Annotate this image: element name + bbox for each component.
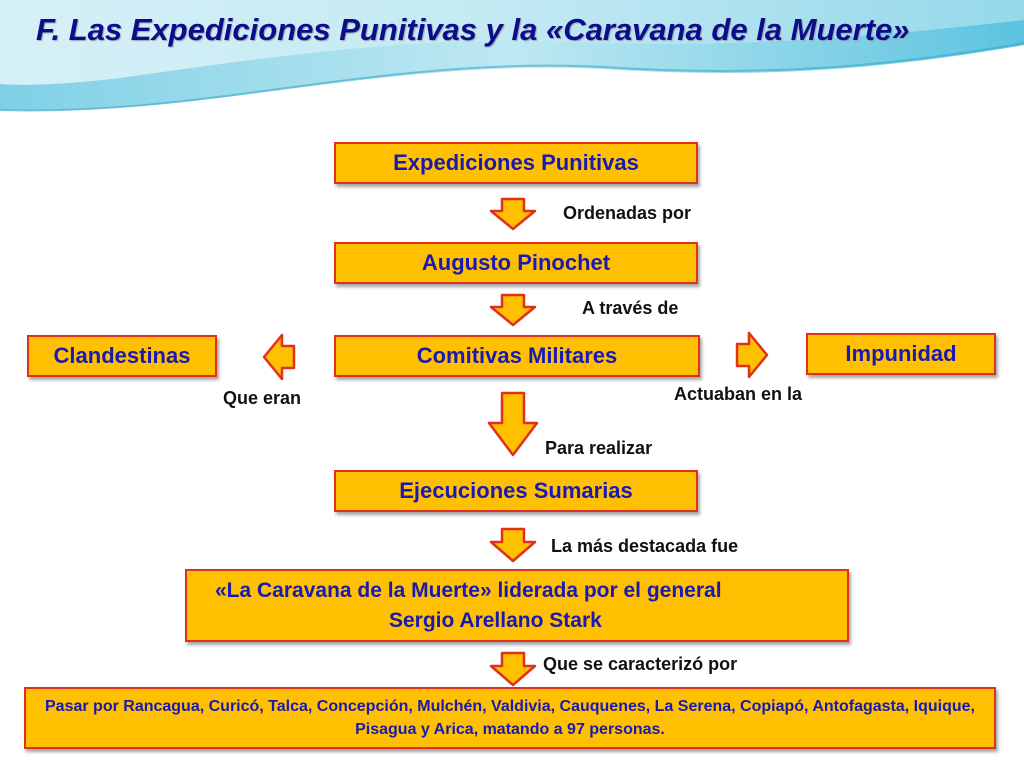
node-caravana-de-la-muerte: «La Caravana de la Muerte» liderada por … <box>185 569 849 642</box>
node-augusto-pinochet: Augusto Pinochet <box>334 242 698 284</box>
node-impunidad: Impunidad <box>806 333 996 375</box>
arrow-to-pinochet <box>489 197 537 231</box>
arrow-to-comitivas <box>489 293 537 327</box>
node-expediciones-punitivas: Expediciones Punitivas <box>334 142 698 184</box>
label-para-realizar: Para realizar <box>545 438 653 458</box>
label-la-mas-destacada-fue: La más destacada fue <box>551 536 739 556</box>
arrow-to-caravana <box>489 527 537 563</box>
node-ejecuciones-sumarias: Ejecuciones Sumarias <box>334 470 698 512</box>
label-que-eran: Que eran <box>223 388 302 408</box>
caravana-line-1: «La Caravana de la Muerte» liderada por … <box>215 578 722 602</box>
arrow-to-impunidad <box>735 331 769 379</box>
caravana-line-2: Sergio Arellano Stark <box>389 608 602 632</box>
arrow-to-recorrido <box>489 651 537 687</box>
arrow-to-ejecuciones <box>487 391 539 457</box>
label-que-se-caracterizo-por: Que se caracterizó por <box>543 654 738 674</box>
label-actuaban-en-la: Actuaban en la <box>674 384 803 404</box>
node-recorrido: Pasar por Rancagua, Curicó, Talca, Conce… <box>24 687 996 749</box>
slide-title: F. Las Expediciones Punitivas y la «Cara… <box>36 12 910 47</box>
node-comitivas-militares: Comitivas Militares <box>334 335 700 377</box>
label-ordenadas-por: Ordenadas por <box>563 203 692 223</box>
node-clandestinas: Clandestinas <box>27 335 217 377</box>
label-a-traves-de: A través de <box>582 298 679 318</box>
header-wave-decoration <box>0 0 1024 112</box>
arrow-to-clandestinas <box>262 333 296 381</box>
